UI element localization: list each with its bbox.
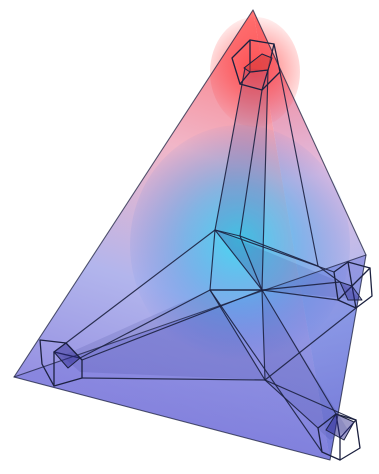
tetrahedron-figure: [0, 0, 379, 474]
